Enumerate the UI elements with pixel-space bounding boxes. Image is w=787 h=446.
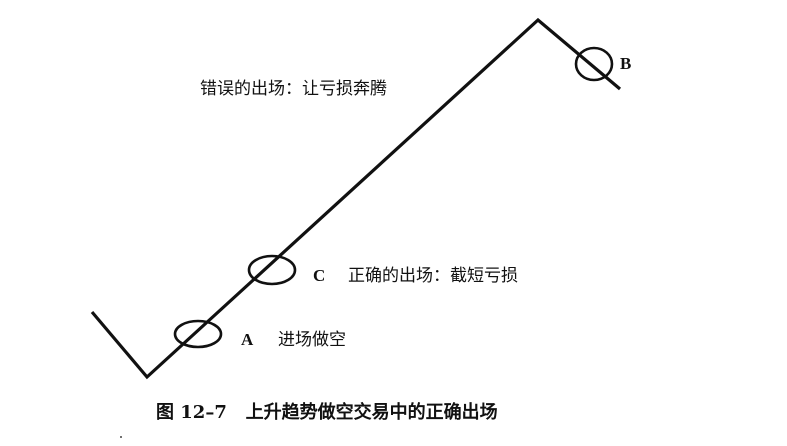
price-path-line (90, 17, 622, 380)
point-c-circle (247, 254, 297, 286)
figure-caption: 图 12–7 上升趋势做空交易中的正确出场 (156, 401, 498, 423)
point-a-label: A (241, 330, 254, 349)
short-entry-annotation: 进场做空 (278, 330, 346, 350)
wrong-exit-annotation: 错误的出场：让亏损奔腾 (200, 79, 387, 99)
scan-speck (120, 436, 122, 438)
point-b-circle (574, 46, 614, 82)
point-c-label: C (313, 266, 325, 285)
point-b-label: B (620, 54, 631, 73)
correct-exit-annotation: 正确的出场：截短亏损 (348, 266, 518, 286)
point-a-circle (173, 319, 223, 349)
